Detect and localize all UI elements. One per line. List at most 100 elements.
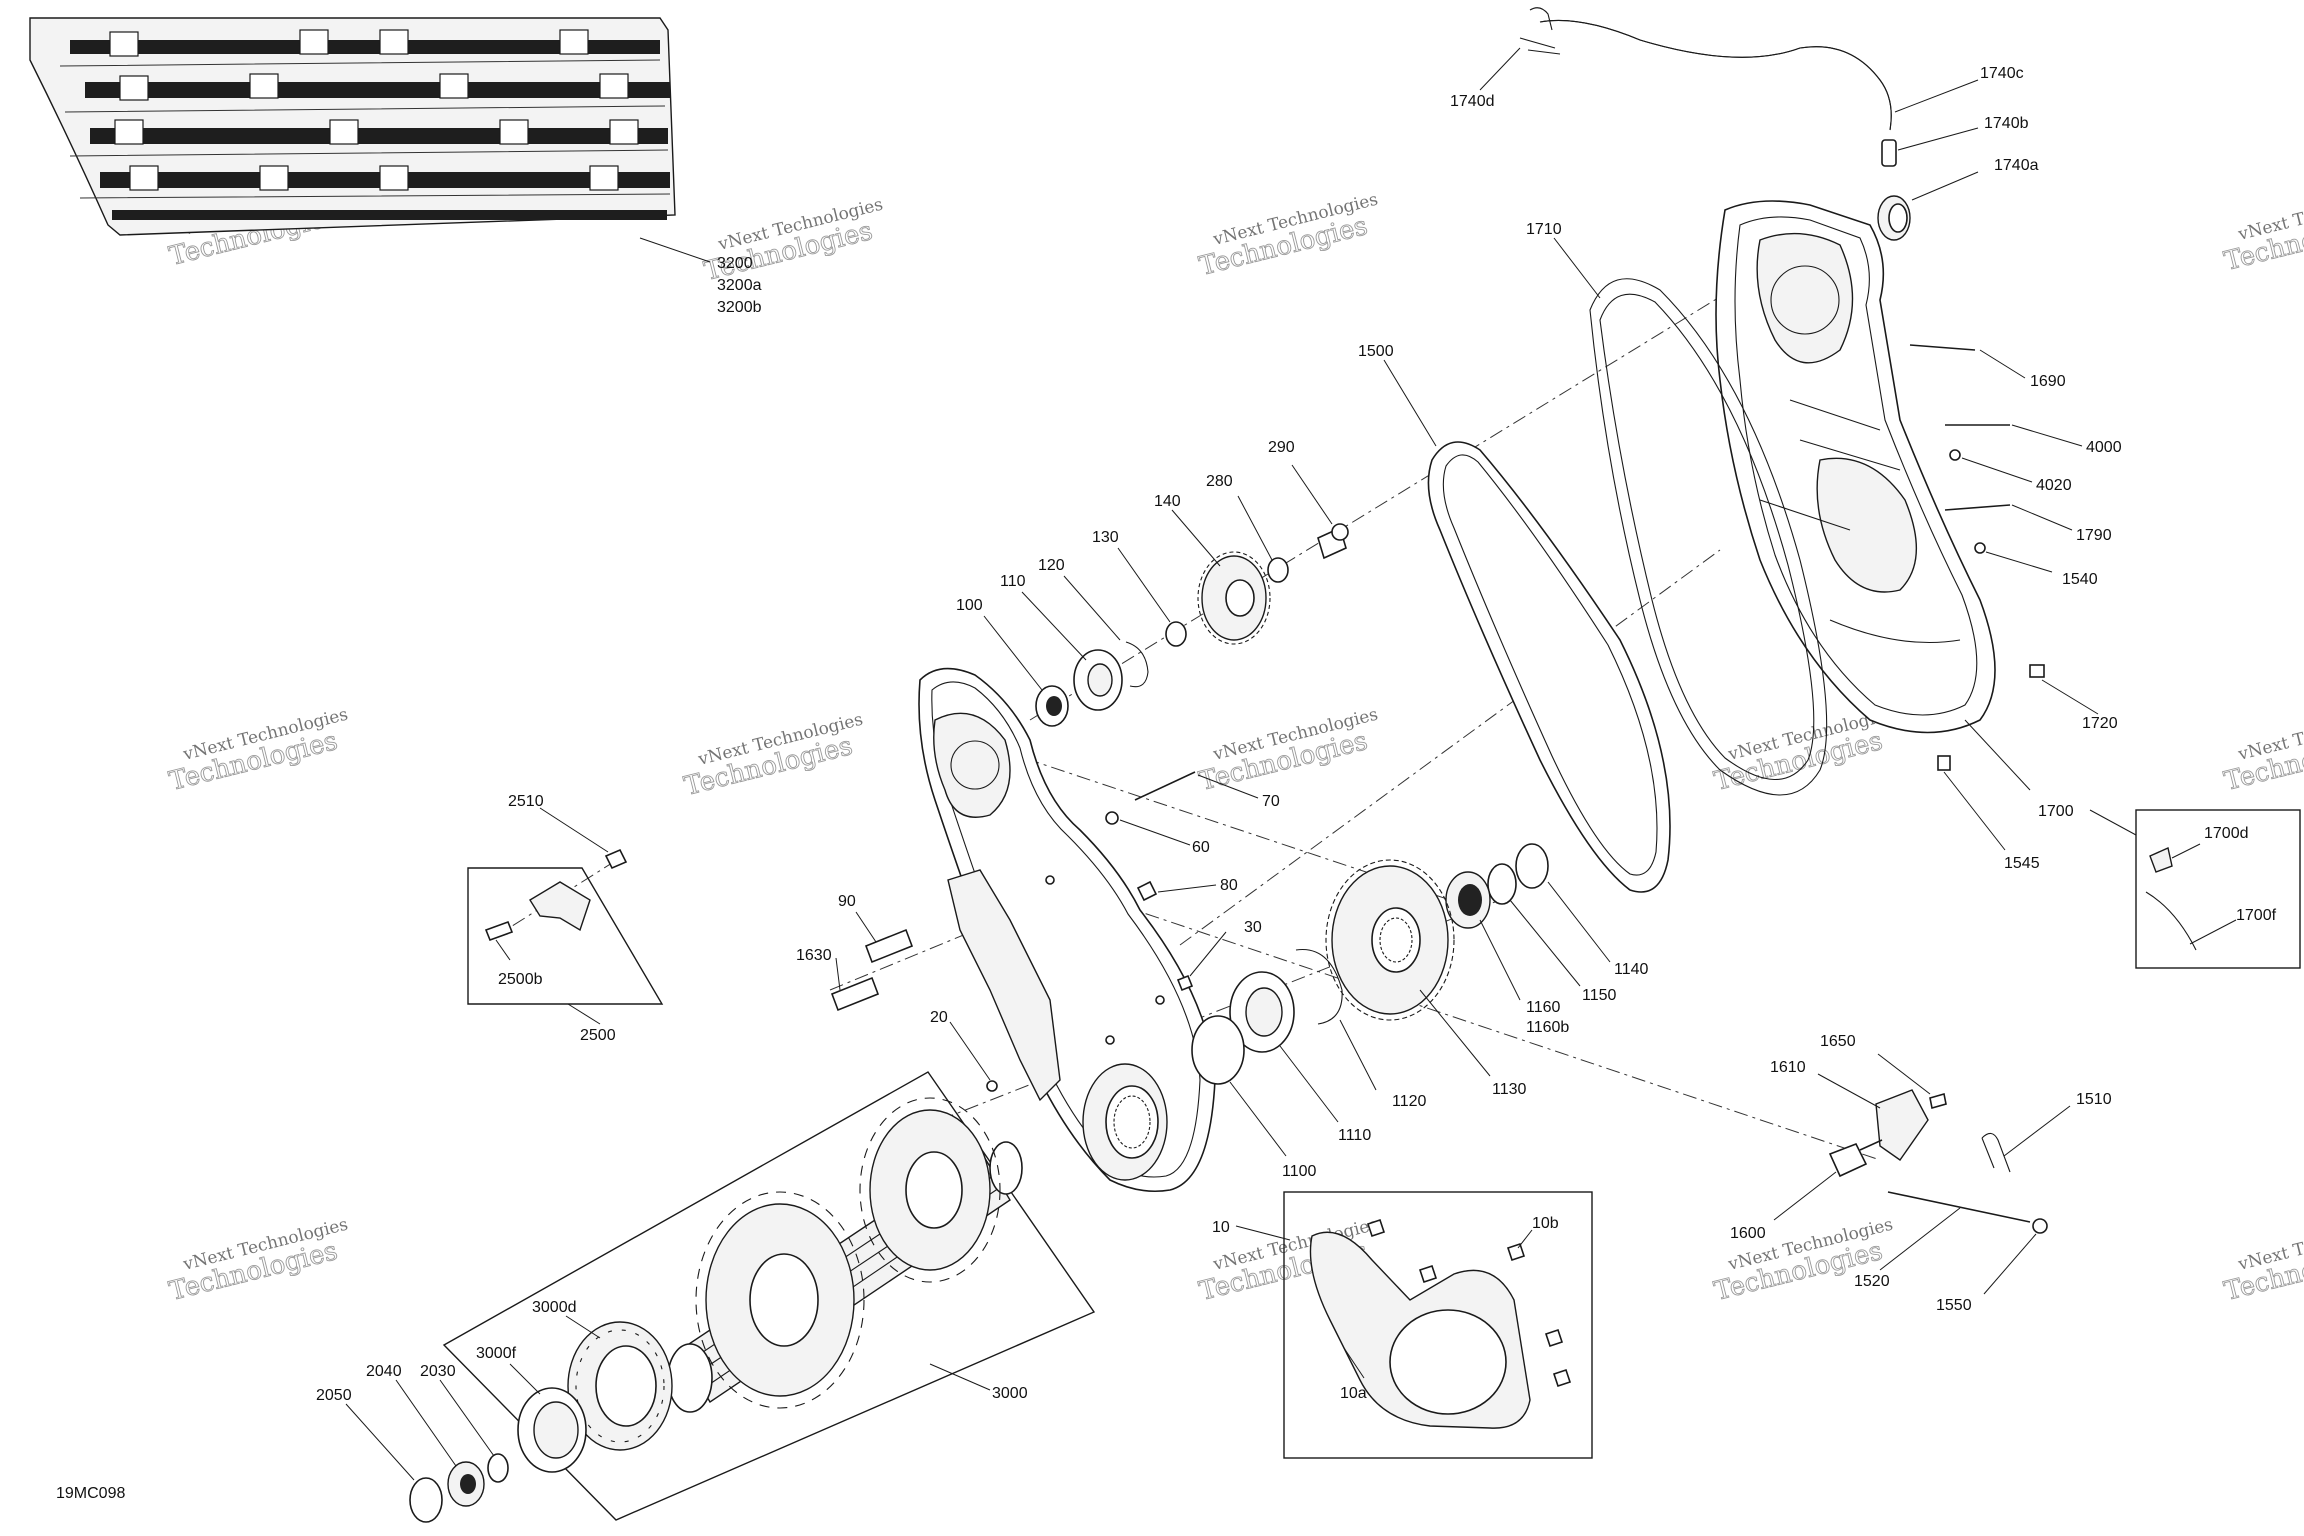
callout-1510: 1510 <box>2076 1091 2112 1108</box>
callout-1740d: 1740d <box>1450 93 1495 110</box>
leader-20 <box>949 1021 991 1081</box>
detail-frame-10 <box>1283 1191 1593 1459</box>
leader-1740a <box>1911 171 1979 201</box>
leader-1100 <box>1229 1081 1287 1157</box>
sprocket-140-teeth <box>1197 551 1271 645</box>
callout-100: 100 <box>956 597 983 614</box>
detail-frame-2500 <box>467 867 664 1005</box>
vent-hose-inner <box>1539 19 1892 131</box>
watermark: vNext Technologies Technologies <box>681 710 865 803</box>
leader-130 <box>1117 547 1171 623</box>
cover-fasteners <box>1909 344 2099 851</box>
leader-70 <box>1197 774 1259 799</box>
callout-60: 60 <box>1192 839 1210 856</box>
bolt-hole-a <box>1045 875 1055 885</box>
watermark: vNext Technologies Technologies <box>166 705 350 798</box>
callout-3200a: 3200a <box>717 277 762 294</box>
bearing-110-inner <box>1087 663 1113 697</box>
cover-rim <box>1734 216 1978 716</box>
gasket-1710 <box>1589 278 1828 796</box>
lower-shaft-parts <box>1191 843 1611 1157</box>
cover-upper-boss <box>1756 232 1854 364</box>
callout-1600: 1600 <box>1730 1225 1766 1242</box>
callout-1740b: 1740b <box>1984 115 2029 132</box>
chaincase-arm <box>947 869 1061 1102</box>
callout-4000: 4000 <box>2086 439 2122 456</box>
callout-1790: 1790 <box>2076 527 2112 544</box>
nut-10b <box>1544 1328 1564 1348</box>
leader-1650 <box>1877 1053 1931 1095</box>
seal-3000f-inner <box>533 1401 579 1459</box>
cover-lower-boss <box>1816 457 1918 593</box>
leader-2500 <box>567 1003 601 1025</box>
leader-1520 <box>1879 1207 1961 1271</box>
axis-tensioner <box>1119 904 1881 1161</box>
nut-10b <box>1552 1368 1572 1388</box>
nuts-10b <box>1366 1218 1572 1388</box>
leader-1740d <box>1479 47 1521 91</box>
callout-1630: 1630 <box>796 947 832 964</box>
leader-1700 <box>1964 719 2031 791</box>
callout-120: 120 <box>1038 557 1065 574</box>
leader-2030 <box>439 1379 495 1457</box>
leader-290 <box>1291 464 1333 525</box>
nut-30 <box>1176 974 1194 992</box>
callout-1100: 1100 <box>1282 1163 1317 1180</box>
leader-1690 <box>1979 349 2026 379</box>
watermark: vNext Technologies Technologies <box>1196 705 1380 798</box>
track-lugs <box>59 59 671 199</box>
leader-1110 <box>1279 1045 1339 1123</box>
cover-ribs <box>1759 399 1961 644</box>
washer-290-cap <box>1331 523 1349 541</box>
nut-80 <box>1136 880 1158 902</box>
leader-1740c <box>1894 79 1979 113</box>
callout-3000f: 3000f <box>476 1345 517 1362</box>
chain-and-gasket <box>1383 237 1828 893</box>
track-clips <box>109 29 639 191</box>
axis-drive <box>999 749 1481 911</box>
callout-1740a: 1740a <box>1994 157 2039 174</box>
track-assembly <box>29 17 711 263</box>
clip-1700d <box>2149 847 2173 873</box>
leader-1140 <box>1547 881 1611 963</box>
leader-30 <box>1189 931 1227 977</box>
drive-sprocket-teeth <box>695 1191 865 1409</box>
bearing-housing-3000d <box>567 1321 673 1451</box>
callout-2030: 2030 <box>420 1363 456 1380</box>
leader-1600 <box>1773 1171 1837 1221</box>
end-retainers <box>345 1379 509 1523</box>
leader-1510 <box>2003 1105 2071 1157</box>
leader-10a <box>1343 1347 1365 1379</box>
axis-cover <box>1179 549 1721 946</box>
bearing-1160-cage <box>1458 884 1482 916</box>
callout-70: 70 <box>1262 793 1280 810</box>
callout-1650: 1650 <box>1820 1033 1856 1050</box>
strip-1700f <box>2145 891 2197 951</box>
tensioner-block-1610 <box>1875 1089 1929 1161</box>
leader-2050 <box>345 1403 415 1481</box>
nut-10b <box>1506 1242 1526 1262</box>
leader-1710 <box>1553 237 1601 299</box>
seal-100 <box>1035 685 1069 727</box>
sprocket-1130-teeth <box>1325 859 1455 1021</box>
vent-hose <box>1539 19 1892 131</box>
callout-1610: 1610 <box>1770 1059 1806 1076</box>
callout-1550: 1550 <box>1936 1297 1972 1314</box>
callout-1520: 1520 <box>1854 1273 1890 1290</box>
pin-1630 <box>830 976 880 1012</box>
leader-1160 <box>1479 919 1521 1001</box>
sprocket-140-hub <box>1225 579 1255 617</box>
bracket-2500-group <box>467 807 664 1025</box>
watermark: vNext Technologies Technologies <box>1196 190 1380 283</box>
circlip-1120 <box>1295 948 1343 1025</box>
hose-clip-top <box>1529 7 1553 31</box>
leader-2500b <box>495 939 511 961</box>
callout-10a: 10a <box>1340 1385 1367 1402</box>
callout-1110: 1110 <box>1338 1127 1371 1144</box>
bolt-1790 <box>1944 504 2011 511</box>
callout-3200b: 3200b <box>717 299 762 316</box>
screw-1650 <box>1929 1092 1947 1110</box>
sprocket-140 <box>1197 551 1271 645</box>
leader-100 <box>983 615 1043 691</box>
seal-3000f <box>517 1387 587 1473</box>
